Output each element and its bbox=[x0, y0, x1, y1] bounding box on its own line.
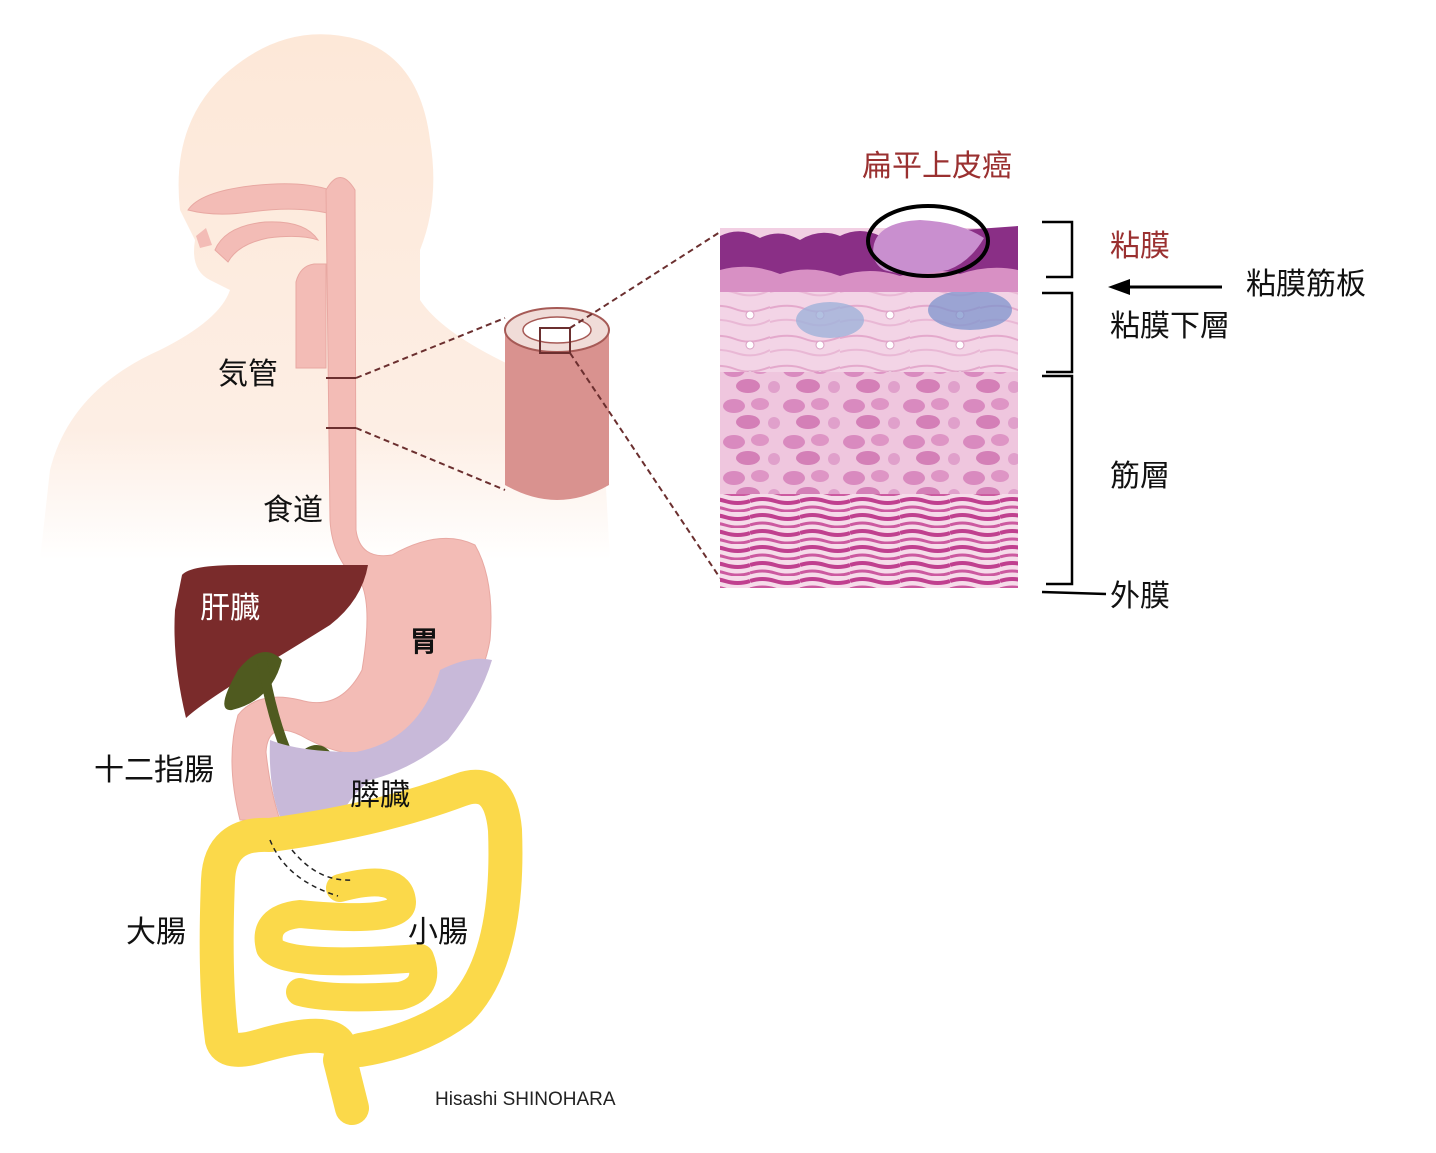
outer-muscle-tissue bbox=[720, 494, 1018, 588]
label-duodenum: 十二指腸 bbox=[94, 753, 214, 788]
guide-line-1 bbox=[355, 317, 506, 379]
label-pancreas: 膵臓 bbox=[350, 778, 410, 813]
liver bbox=[174, 565, 368, 718]
label-liver: 肝臓 bbox=[200, 591, 260, 626]
label-muscle-layer: 筋層 bbox=[1110, 459, 1170, 494]
label-stomach: 胃 bbox=[410, 625, 439, 658]
label-adventitia: 外膜 bbox=[1110, 579, 1170, 614]
arrow-head-icon bbox=[1108, 279, 1130, 295]
tongue bbox=[214, 221, 320, 263]
label-mucosa: 粘膜 bbox=[1110, 229, 1170, 264]
duodenum-dash-2 bbox=[291, 849, 353, 881]
esophagus-tube bbox=[505, 330, 609, 500]
author-credit: Hisashi SHINOHARA bbox=[435, 1089, 616, 1110]
guide-line-2 bbox=[355, 427, 506, 491]
large-intestine bbox=[199, 769, 523, 1125]
guide-line-4 bbox=[569, 352, 721, 579]
gland-left bbox=[796, 302, 864, 338]
lip bbox=[196, 228, 212, 248]
label-large-intestine: 大腸 bbox=[126, 915, 186, 950]
label-muscularis-mucosae: 粘膜筋板 bbox=[1246, 267, 1366, 302]
gland-right bbox=[928, 290, 1012, 330]
tumor-outline bbox=[866, 204, 990, 278]
trachea bbox=[295, 263, 327, 369]
bracket-mucosa bbox=[1042, 220, 1074, 279]
small-intestine bbox=[254, 868, 438, 1012]
label-esophagus: 食道 bbox=[263, 493, 323, 528]
label-trachea: 気管 bbox=[218, 357, 278, 392]
label-tumor: 扁平上皮癌 bbox=[862, 149, 1012, 184]
muscle-layer-tissue bbox=[720, 372, 1018, 494]
tumor-area bbox=[873, 220, 984, 274]
tube-sample-box bbox=[539, 327, 571, 354]
label-small-intestine: 小腸 bbox=[408, 915, 468, 950]
pancreas bbox=[269, 658, 492, 822]
histology-panel bbox=[720, 204, 1018, 588]
bracket-submucosa bbox=[1042, 291, 1074, 374]
adventitia-pointer bbox=[1041, 590, 1107, 596]
label-submucosa: 粘膜下層 bbox=[1110, 309, 1230, 344]
bracket-muscle bbox=[1042, 374, 1074, 586]
